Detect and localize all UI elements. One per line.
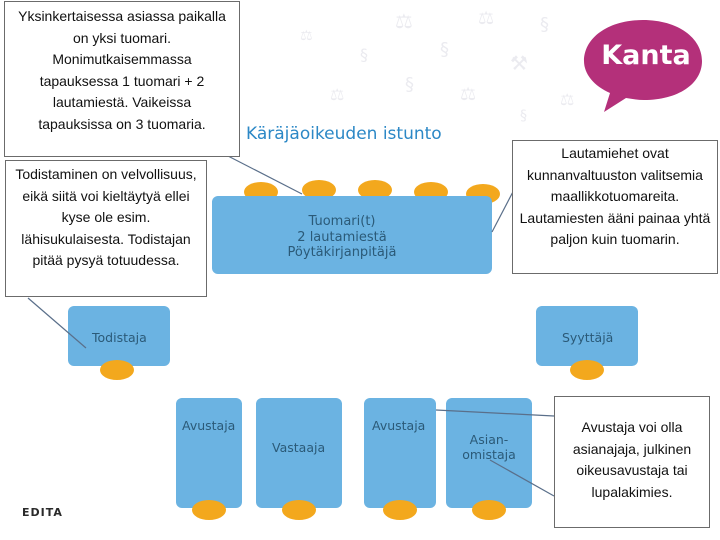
plaintiff-label: Asian- omistaja xyxy=(462,432,516,462)
witness-callout: Todistaminen on velvollisuus, eikä siitä… xyxy=(5,160,207,297)
svg-text:⚖: ⚖ xyxy=(478,8,494,29)
plaintiff-chair xyxy=(472,500,506,520)
counsel-right-desk xyxy=(364,398,436,508)
defendant-label: Vastaaja xyxy=(272,440,326,455)
bench-line-clerk: Pöytäkirjanpitäjä xyxy=(287,245,397,260)
svg-text:§: § xyxy=(360,45,368,64)
bench-label: Tuomari(t) 2 lautamiestä Pöytäkirjanpitä… xyxy=(262,214,422,261)
judge-chair xyxy=(302,180,336,200)
svg-text:⚖: ⚖ xyxy=(330,85,344,104)
counsel-left-desk xyxy=(176,398,242,508)
diagram-title: Käräjäoikeuden istunto xyxy=(246,124,442,144)
bench-table xyxy=(212,196,492,274)
defendant-desk xyxy=(256,398,342,508)
judges-callout: Yksinkertaisessa asiassa paikalla on yks… xyxy=(4,1,240,157)
prosecutor-desk xyxy=(536,306,638,366)
counsel-right-label: Avustaja xyxy=(372,418,426,433)
svg-text:§: § xyxy=(540,14,549,35)
lay-judges-callout: Lautamiehet ovat kunnanvaltuuston valits… xyxy=(512,140,718,274)
svg-text:⚖: ⚖ xyxy=(395,9,413,33)
svg-text:⚖: ⚖ xyxy=(460,84,476,105)
witness-chair xyxy=(100,360,134,380)
judge-chair xyxy=(358,180,392,200)
svg-text:⚒: ⚒ xyxy=(510,51,528,75)
kanta-logo-bubble xyxy=(584,20,702,112)
defendant-chair xyxy=(282,500,316,520)
svg-text:§: § xyxy=(520,108,527,124)
svg-text:§: § xyxy=(440,39,449,60)
svg-text:§: § xyxy=(405,74,414,95)
bench-line-lay-judges: 2 lautamiestä xyxy=(297,229,387,245)
bench-line-judges: Tuomari(t) xyxy=(308,214,376,229)
counsel-right-chair xyxy=(383,500,417,520)
counsel-left-chair xyxy=(192,500,226,520)
witness-label: Todistaja xyxy=(92,330,147,345)
counsel-left-label: Avustaja xyxy=(182,418,236,433)
kanta-logo-text: Kanta xyxy=(601,40,691,71)
counsel-callout: Avustaja voi olla asianajaja, julkinen o… xyxy=(554,396,710,528)
prosecutor-label: Syyttäjä xyxy=(562,330,614,345)
prosecutor-chair xyxy=(570,360,604,380)
edita-logo: EDITA xyxy=(22,506,63,519)
svg-text:⚖: ⚖ xyxy=(300,28,313,44)
svg-text:⚖: ⚖ xyxy=(560,90,574,109)
